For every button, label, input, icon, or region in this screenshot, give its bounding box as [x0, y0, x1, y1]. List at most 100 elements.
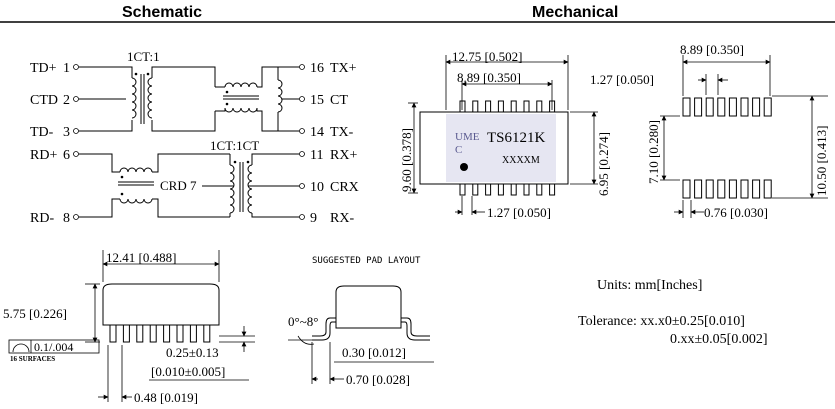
pad-dim-height-outer: 10.50 [0.413]	[814, 126, 829, 196]
top-view-leads-bottom	[459, 183, 556, 196]
side-dim-length: 12.41 [0.488]	[106, 250, 176, 265]
footprint-pad	[705, 179, 714, 199]
mechanical-header: Mechanical	[532, 4, 618, 21]
pin-label-rx-plus: RX+	[330, 148, 357, 163]
footprint-pad	[728, 97, 737, 117]
tolerance-line-2: 0.xx±0.05[0.002]	[670, 332, 768, 347]
pin-label-rd-plus: RD+	[30, 148, 57, 163]
pad-dim-width: 8.89 [0.350]	[680, 42, 744, 57]
top-lead	[485, 100, 492, 113]
top-lead	[536, 100, 543, 113]
pin-label-td-minus: TD-	[30, 125, 54, 140]
pin-num-16: 16	[310, 61, 324, 76]
side-dim-lead-width: 0.48 [0.019]	[134, 390, 198, 405]
footprint-pad	[694, 179, 703, 199]
footprint-pads-top	[682, 97, 772, 117]
pin-label-rx-minus: RX-	[330, 211, 354, 226]
coplanarity-value: 0.1/.004	[34, 340, 73, 354]
pad-dim-height-inner: 7.10 [0.280]	[646, 120, 661, 184]
side-lead	[122, 324, 130, 343]
dim-width-total: 12.75 [0.502]	[452, 49, 522, 64]
top-view-package: UME C TS6121K XXXXM 12.75 [0.502] 8.89 […	[399, 49, 654, 220]
coplanarity-box	[8, 339, 100, 354]
bottom-lead	[485, 183, 492, 196]
pin-num-14: 14	[310, 125, 324, 140]
ct-ratio-bottom: 1CT:1CT	[210, 138, 259, 153]
footprint-pad	[682, 179, 691, 199]
footprint-pad	[740, 97, 749, 117]
flatness-symbol	[12, 343, 30, 353]
top-lead	[497, 100, 504, 113]
side-view-leads	[109, 324, 211, 343]
pad-dim-pad-width: 0.76 [0.030]	[704, 205, 768, 220]
logo-text-c: C	[455, 144, 462, 156]
pin-label-rd-minus: RD-	[30, 211, 54, 226]
ct-ratio-top: 1CT:1	[127, 49, 160, 64]
footprint-pad	[752, 179, 761, 199]
side-lead	[163, 324, 171, 343]
top-view-leads-top	[459, 100, 556, 113]
footprint-pad	[705, 97, 714, 117]
pad-footprint-view: 8.89 [0.350] 7.10 [0.280] 10.50 [0.413] …	[646, 42, 829, 220]
marking-area	[446, 114, 556, 182]
schematic-header: Schematic	[122, 4, 202, 21]
bottom-lead	[472, 183, 479, 196]
pad-dim-2: 0.70 [0.028]	[346, 372, 410, 387]
footprint-pad	[682, 97, 691, 117]
date-code: XXXXM	[502, 155, 540, 166]
surfaces-note: 16 SURFACES	[10, 355, 55, 363]
dim-body-height: 6.95 [0.274]	[596, 132, 611, 196]
side-lead	[136, 324, 144, 343]
pin-label-tx-plus: TX+	[330, 61, 357, 76]
top-lead	[523, 100, 530, 113]
pin-label-tx-minus: TX-	[330, 125, 354, 140]
pin-label-ctd: CTD	[30, 93, 58, 108]
part-number: TS6121K	[487, 130, 546, 146]
footprint-pad	[752, 97, 761, 117]
footprint-pad	[740, 179, 749, 199]
crd-label: CRD 7	[160, 178, 197, 193]
footprint-pad	[728, 179, 737, 199]
pin-label-td-plus: TD+	[30, 61, 57, 76]
pin-label-ct: CT	[330, 93, 348, 108]
bottom-lead	[549, 183, 556, 196]
footprint-pad	[763, 97, 772, 117]
notes: Units: mm[Inches] Tolerance: xx.x0±0.25[…	[578, 278, 768, 347]
pin-num-15: 15	[310, 93, 324, 108]
pin-num-8: 8	[63, 211, 70, 226]
pad-layout-title: SUGGESTED PAD LAYOUT	[312, 256, 421, 266]
pin-num-9: 9	[310, 211, 317, 226]
side-dim-lead-thickness-inch: [0.010±0.005]	[151, 364, 225, 379]
pin-num-11: 11	[310, 148, 323, 163]
top-lead	[510, 100, 517, 113]
footprint-pad	[763, 179, 772, 199]
side-lead	[176, 324, 184, 343]
pin-num-10: 10	[310, 180, 324, 195]
side-dim-height: 5.75 [0.226]	[3, 306, 67, 321]
pad-dim-1: 0.30 [0.012]	[342, 345, 406, 360]
pin-num-1: 1	[63, 61, 70, 76]
side-lead	[203, 324, 211, 343]
pin-num-2: 2	[63, 93, 70, 108]
side-lead	[149, 324, 157, 343]
dim-pitch-bottom: 1.27 [0.050]	[487, 205, 551, 220]
pin1-dot	[460, 163, 468, 171]
tolerance-line-1: Tolerance: xx.x0±0.25[0.010]	[578, 314, 745, 329]
footprint-pads-bottom	[682, 179, 772, 199]
top-lead	[472, 100, 479, 113]
suggested-pad-layout: SUGGESTED PAD LAYOUT 0°~8° 0.30 [0.012] …	[288, 256, 434, 387]
dim-height-total: 9.60 [0.378]	[399, 128, 414, 192]
pin-num-3: 3	[63, 125, 70, 140]
side-lead	[189, 324, 197, 343]
bottom-lead	[536, 183, 543, 196]
logo-text-ume: UME	[455, 131, 480, 143]
schematic-diagram: TD+ 1 CTD 2 TD- 3 RD+ 6 RD- 8 16 TX+ 15 …	[30, 49, 359, 226]
side-dim-lead-thickness: 0.25±0.13	[166, 345, 219, 360]
units-note: Units: mm[Inches]	[597, 278, 702, 293]
dim-width-inner: 8.89 [0.350]	[457, 70, 521, 85]
top-lead	[459, 100, 466, 113]
side-lead	[109, 324, 117, 343]
bottom-lead	[523, 183, 530, 196]
footprint-pad	[717, 179, 726, 199]
